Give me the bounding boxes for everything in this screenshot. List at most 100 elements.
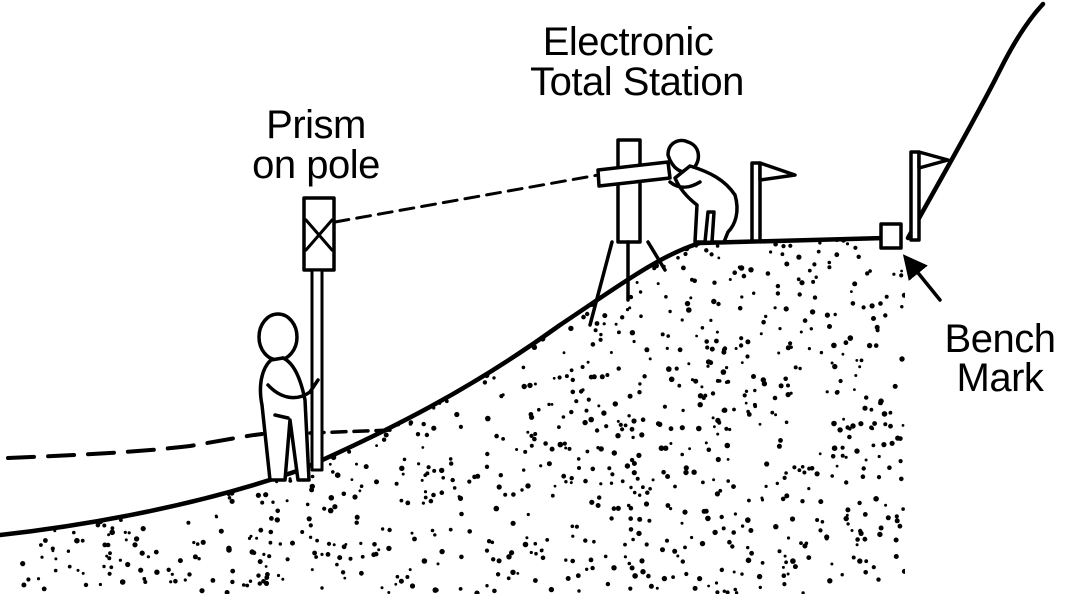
ground-dot — [484, 464, 490, 469]
ground-dot — [639, 432, 645, 438]
ground-dot — [197, 484, 202, 489]
ground-dot — [399, 465, 405, 471]
ground-dot — [824, 536, 829, 541]
ground-dot — [861, 305, 866, 310]
ground-dot — [898, 459, 903, 464]
ground-dot — [21, 246, 26, 251]
ground-dot — [578, 389, 584, 394]
ground-dot — [308, 535, 313, 539]
ground-dot — [36, 516, 41, 521]
ground-dot — [562, 351, 566, 355]
ground-dot — [827, 265, 832, 270]
ground-dot — [777, 549, 782, 554]
ground-dot — [574, 524, 580, 529]
ground-dot — [869, 425, 874, 430]
ground-dot — [628, 516, 633, 521]
ground-dot — [697, 393, 704, 399]
ground-dot — [784, 560, 788, 565]
ground-dot — [20, 344, 26, 350]
ground-dot — [802, 318, 808, 323]
label-bench-line1: Bench — [945, 317, 1056, 361]
ground-dot — [888, 423, 893, 429]
ground-dot — [216, 246, 220, 250]
ground-dot — [176, 315, 182, 321]
ground-dot — [738, 265, 745, 271]
ground-dot — [460, 273, 464, 277]
ground-dot — [717, 256, 721, 260]
ground-dot — [557, 257, 561, 261]
ground-dot — [518, 241, 522, 245]
ground-dot — [389, 360, 393, 363]
ground-dot — [637, 516, 643, 522]
ground-dot — [851, 555, 856, 560]
ground-dot — [194, 330, 199, 335]
ground-dot — [236, 287, 240, 291]
ground-dot — [160, 325, 166, 331]
ground-dot — [588, 416, 594, 423]
ground-dot — [452, 367, 458, 373]
ground-dot — [467, 244, 472, 249]
flag-near — [750, 161, 797, 243]
ground-dot — [143, 335, 148, 340]
ground-dot — [278, 293, 283, 299]
ground-dot — [482, 380, 488, 385]
ground-dot — [415, 432, 421, 437]
ground-dot — [197, 367, 201, 371]
ground-dot — [818, 241, 822, 245]
ground-dot — [471, 323, 477, 329]
ground-dot — [814, 275, 818, 279]
ground-dot — [13, 407, 18, 412]
ground-dot — [190, 475, 195, 480]
ground-dot — [10, 480, 15, 485]
ground-dot — [105, 542, 111, 548]
ground-dot — [586, 360, 590, 364]
ground-dot — [77, 512, 82, 517]
ground-dot — [564, 480, 568, 484]
ground-dot — [784, 471, 788, 475]
ground-dot — [708, 360, 714, 366]
ground-dot — [36, 243, 40, 247]
ground-dot — [658, 445, 665, 452]
ground-dot — [264, 576, 269, 580]
ground-dot — [237, 375, 242, 380]
ground-dot — [585, 449, 590, 454]
ground-dot — [70, 276, 75, 281]
ground-dot — [586, 397, 591, 402]
ground-dot — [529, 443, 534, 448]
ground-dot — [94, 399, 98, 404]
ground-dot — [581, 314, 586, 320]
ground-dot — [143, 580, 148, 584]
ground-dot — [510, 569, 516, 575]
ground-dot — [681, 265, 686, 271]
ground-dot — [457, 270, 461, 274]
ground-dot — [402, 329, 407, 334]
ground-dot — [786, 572, 790, 576]
ground-dot — [83, 582, 89, 588]
ground-dot — [616, 366, 621, 371]
ground-dot — [635, 281, 639, 284]
ground-dot — [835, 464, 839, 468]
ground-dot — [840, 573, 844, 577]
bench-mark-block — [879, 222, 903, 250]
ground-dot — [221, 324, 227, 331]
ground-dot — [574, 399, 579, 404]
ground-dot — [210, 303, 215, 308]
ground-dot — [335, 562, 339, 567]
ground-dot — [312, 550, 317, 556]
ground-dot — [120, 474, 126, 480]
ground-dot — [41, 428, 46, 433]
ground-dot — [830, 361, 834, 365]
ground-dot — [67, 519, 72, 524]
ground-dot — [387, 527, 392, 533]
ground-dot — [854, 448, 860, 454]
ground-dot — [784, 261, 790, 267]
ground-dot — [840, 445, 845, 450]
ground-dot — [178, 384, 184, 390]
ground-dot — [498, 473, 503, 478]
ground-dot — [655, 586, 659, 590]
ground-dot — [645, 490, 650, 495]
ground-dot — [154, 284, 158, 288]
ground-dot — [109, 469, 115, 475]
ground-dot — [506, 576, 511, 581]
ground-dot — [558, 266, 564, 271]
